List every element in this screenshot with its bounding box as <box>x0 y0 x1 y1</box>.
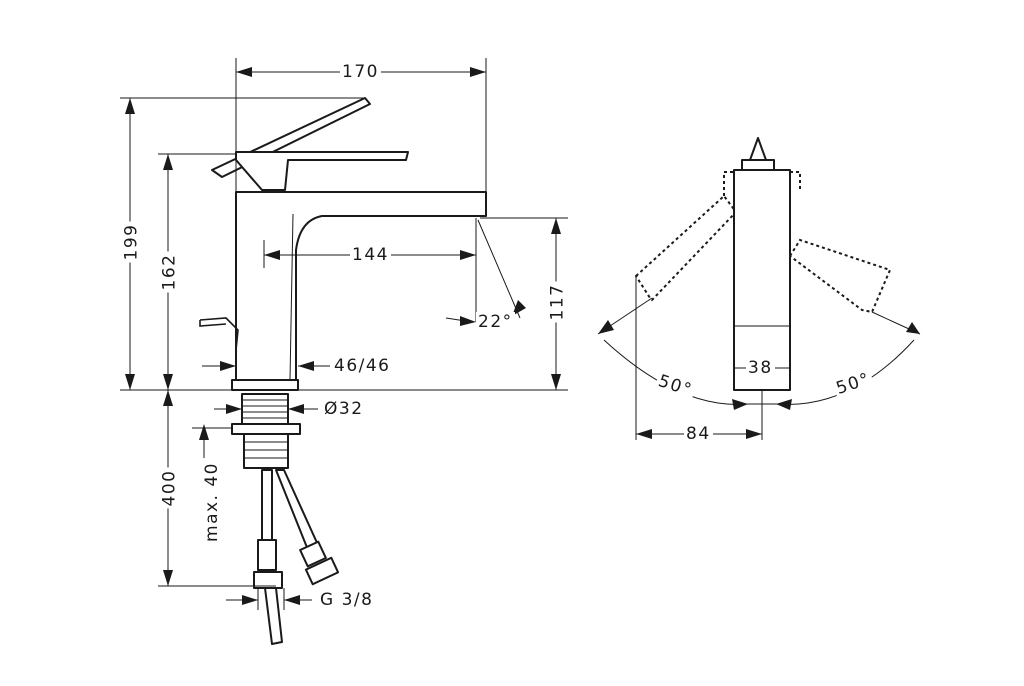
dim-height-lever: 162 <box>159 251 180 293</box>
dim-spout-reach: 144 <box>350 245 391 265</box>
hose-bent-nut <box>304 556 340 586</box>
handle-cap <box>741 159 775 171</box>
lever-closed <box>235 151 409 191</box>
faucet-side-view <box>199 97 487 645</box>
faucet-front-view <box>597 137 921 440</box>
dim-hose-length: 400 <box>159 467 180 509</box>
lower-thread <box>243 433 289 469</box>
hose-connector <box>257 539 277 571</box>
hose-bent <box>275 469 319 551</box>
dim-spout-angle: 22° <box>476 312 515 332</box>
front-body <box>733 169 791 391</box>
base-plate <box>231 379 299 391</box>
dim-thread-diameter: Ø32 <box>322 399 366 419</box>
drain-rod <box>199 317 239 351</box>
dim-width-total: 170 <box>340 62 381 82</box>
dim-base-widths: 46/46 <box>332 356 393 376</box>
hose-straight <box>261 469 273 541</box>
faucet-body <box>235 191 487 381</box>
handle-knob <box>749 137 767 161</box>
hose-bent-connector <box>299 540 327 568</box>
dim-height-total: 199 <box>121 221 142 263</box>
lever-swing-left <box>634 194 738 302</box>
side-dimensions <box>120 58 568 610</box>
dim-top-width: 38 <box>746 358 775 378</box>
thread <box>241 393 289 425</box>
dim-swing-offset: 84 <box>684 424 713 444</box>
hose-end <box>264 587 283 645</box>
dim-spout-height: 117 <box>547 281 568 323</box>
dim-connection: G 3/8 <box>318 590 376 610</box>
lever-swing-right <box>788 238 892 314</box>
dim-max-thickness: max. 40 <box>201 460 222 544</box>
clamp-nut <box>231 423 301 435</box>
